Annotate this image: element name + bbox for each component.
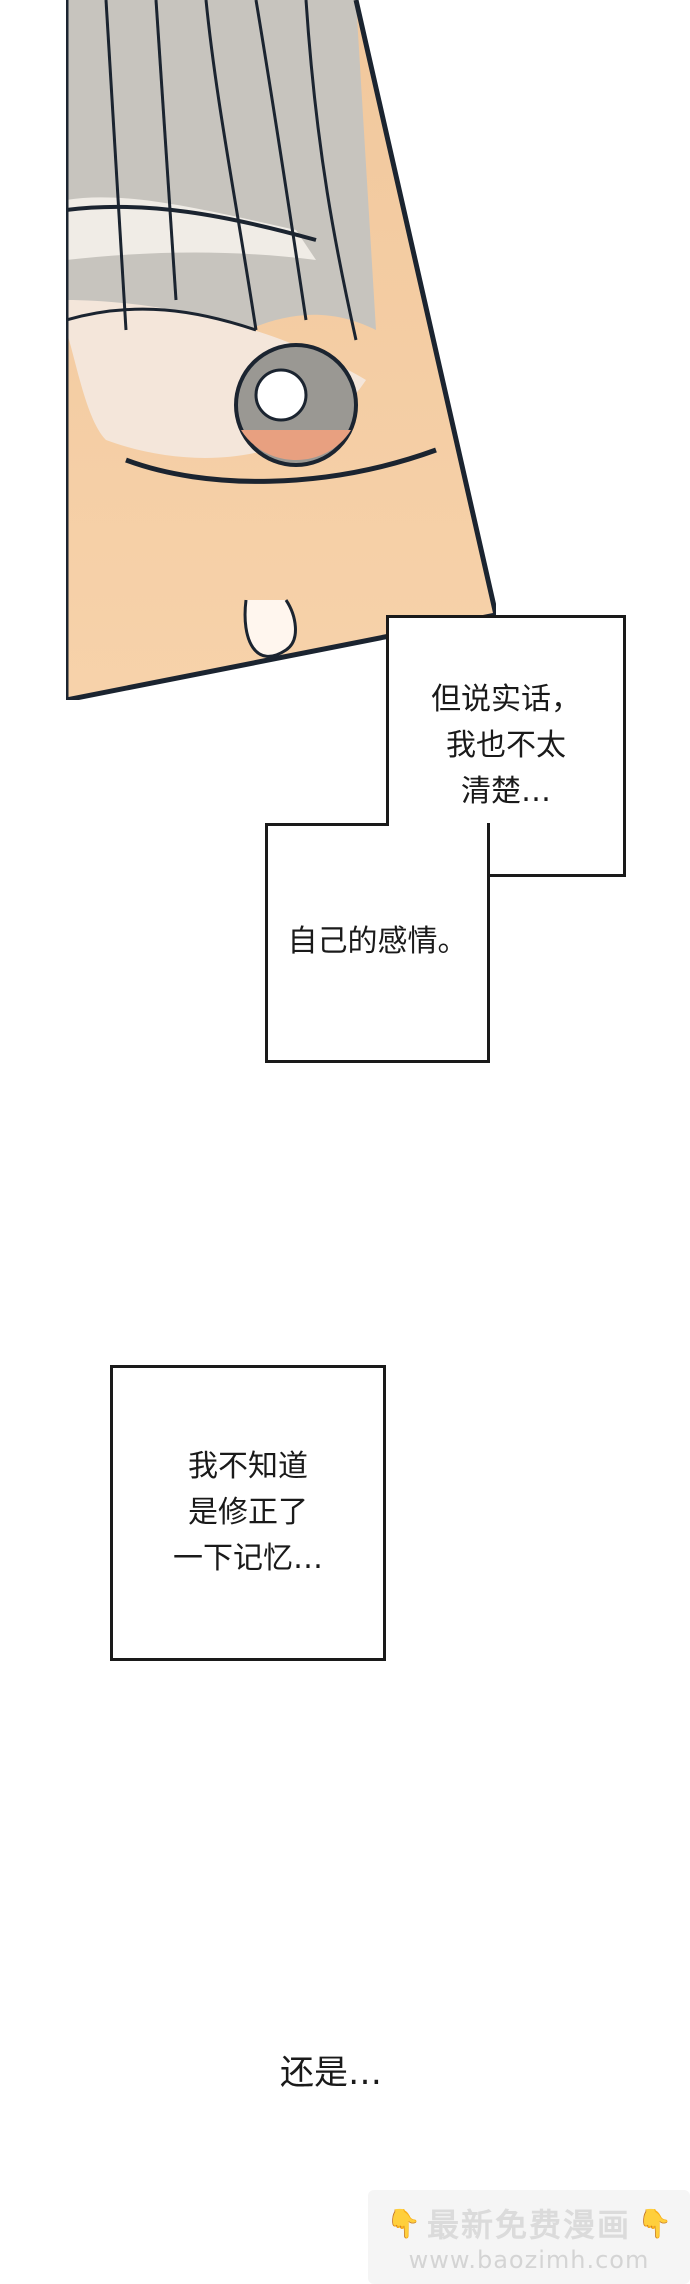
speech-box-2: 自己的感情。 (265, 823, 490, 1063)
pointing-down-hand-icon: 👇 (637, 2206, 672, 2240)
speech-box-3: 我不知道 是修正了 一下记忆… (110, 1365, 386, 1661)
speech-text-1: 但说实话， 我也不太 清楚… (431, 682, 581, 809)
pointing-down-hand-icon: 👇 (386, 2206, 421, 2240)
speech-box-1: 但说实话， 我也不太 清楚… (386, 615, 626, 877)
watermark-title: 最新免费漫画 (426, 2206, 631, 2244)
speech-text-2: 自己的感情。 (287, 923, 468, 959)
watermark-url: www.baozimh.com (408, 2246, 650, 2274)
watermark: 👇 最新免费漫画 👇 www.baozimh.com (368, 2190, 690, 2284)
manga-panel-eye-closeup (66, 0, 496, 700)
speech-text-3: 我不知道 是修正了 一下记忆… (173, 1449, 323, 1576)
narration-text: 还是… (280, 2053, 382, 2093)
